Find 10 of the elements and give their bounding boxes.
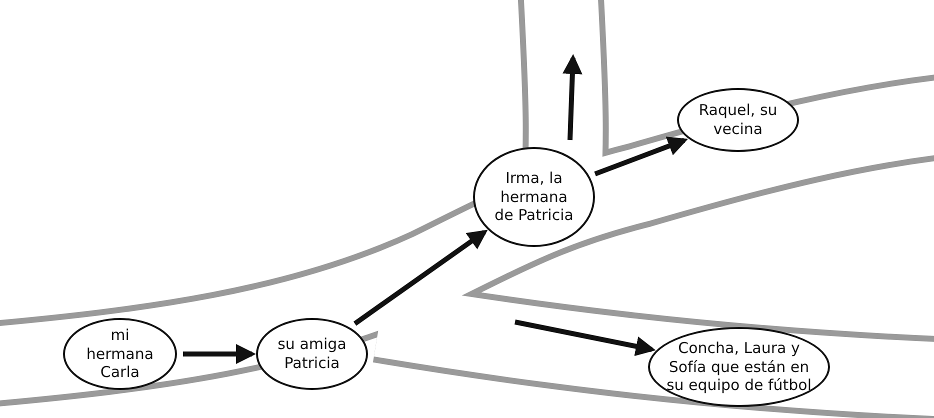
arrow: [594, 136, 688, 176]
arrow: [353, 230, 488, 326]
arrow: [562, 54, 582, 140]
node-label: su amiga Patricia: [276, 335, 348, 373]
arrow: [514, 320, 656, 356]
node-label: Irma, la hermana de Patricia: [494, 168, 574, 226]
arrow: [183, 344, 256, 364]
node-label: Concha, Laura y Sofía que están en su equipo de fútbol: [665, 338, 813, 396]
node-label: Raquel, su vecina: [698, 101, 778, 139]
node-label: mi hermana Carla: [85, 326, 155, 382]
